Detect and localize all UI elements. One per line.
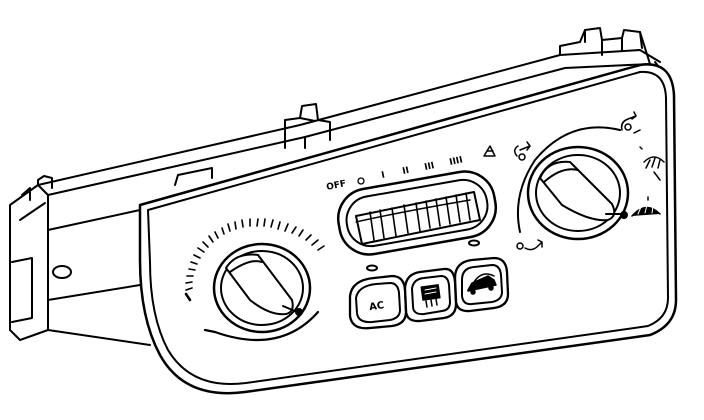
fan-speed-3-label: III (424, 161, 436, 173)
windshield-defrost-icon (631, 204, 661, 217)
feet-vent-icon (516, 239, 543, 251)
rear-defrost-icon (420, 284, 441, 308)
air-distribution-knob[interactable] (516, 126, 630, 241)
car-recirculation-icon (467, 273, 497, 295)
distribution-scale-dots (639, 146, 649, 201)
fan-speed-1-label: I (381, 170, 386, 180)
fan-speed-knob[interactable] (184, 218, 325, 342)
temperature-slider[interactable] (333, 167, 500, 272)
mounting-hole-icon (52, 265, 72, 279)
fan-max-icon (483, 145, 496, 157)
air-distribution-scale (516, 126, 621, 233)
rear-defrost-button[interactable] (403, 267, 458, 323)
face-and-feet-vent-icon (620, 111, 641, 134)
fan-speed-labels: OFF I II III IIII (326, 155, 464, 193)
fan-speed-2-label: II (402, 166, 411, 177)
fan-off-label: OFF (326, 179, 348, 193)
ac-button-label: AC (369, 300, 385, 313)
recirculation-button[interactable] (453, 256, 510, 313)
ac-button[interactable]: AC (348, 274, 408, 330)
face-vent-icon (514, 141, 531, 161)
feet-and-defrost-vent-icon (643, 156, 665, 181)
fan-speed-4-label: IIII (449, 155, 464, 168)
temperature-slider-ridges (369, 192, 471, 241)
fan-speed-scale (184, 218, 325, 342)
